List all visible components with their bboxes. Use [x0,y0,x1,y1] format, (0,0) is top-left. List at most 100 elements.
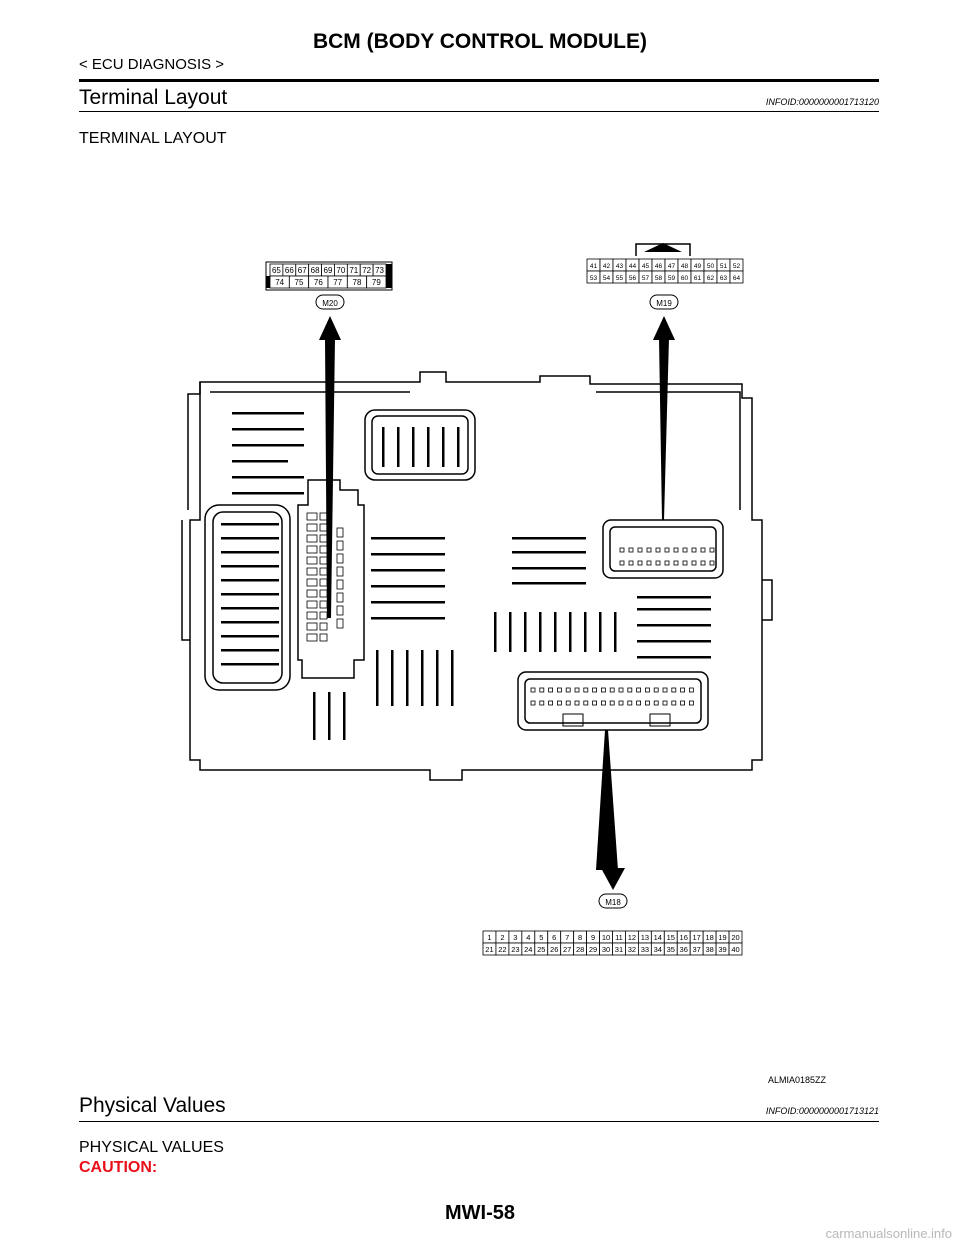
terminal-number: 69 [324,266,333,275]
terminal-number: 45 [642,263,650,270]
terminal-number: 72 [362,266,371,275]
terminal-number: 74 [275,278,284,287]
terminal-number: 65 [272,266,281,275]
caution-label: CAUTION: [79,1159,158,1176]
terminal-number: 28 [576,945,584,954]
terminal-number: 29 [589,945,597,954]
terminal-number: 64 [733,275,741,282]
terminal-number: 14 [654,933,662,942]
terminal-number: 58 [655,275,663,282]
terminal-number: 37 [693,945,701,954]
terminal-number: 33 [641,945,649,954]
terminal-number: 11 [615,933,623,942]
terminal-number: 35 [667,945,675,954]
terminal-number: 30 [602,945,610,954]
terminal-number: 39 [718,945,726,954]
terminal-number: 54 [603,275,611,282]
terminal-number: 34 [654,945,662,954]
terminal-cell [729,270,744,284]
terminal-number: 68 [311,266,320,275]
terminal-number: 43 [616,263,624,270]
terminal-number: 47 [668,263,676,270]
terminal-number: 17 [693,933,701,942]
connector-end-block [386,264,392,276]
terminal-number: 49 [694,263,702,270]
terminal-number: 21 [485,945,493,954]
terminal-number: 9 [591,933,595,942]
terminal-number: 50 [707,263,715,270]
infoid-terminal-layout: INFOID:0000000001713120 [765,97,879,107]
terminal-number: 67 [298,266,307,275]
connector-m19-key-arrow [644,243,682,252]
terminal-number: 48 [681,263,689,270]
page-header-title: BCM (BODY CONTROL MODULE) [312,30,648,53]
terminal-number: 10 [602,933,610,942]
terminal-number: 59 [668,275,676,282]
terminal-number: 38 [705,945,713,954]
infoid-physical-values: INFOID:0000000001713121 [765,1106,879,1116]
terminal-number: 71 [349,266,358,275]
connector-id-m19: M19 [649,294,679,310]
subheading-physical-values: PHYSICAL VALUES [79,1139,224,1156]
terminal-number: 22 [498,945,506,954]
arrow-m18 [596,730,625,890]
terminal-number: 40 [731,945,739,954]
terminal-number: 73 [375,266,384,275]
terminal-number: 76 [314,278,323,287]
terminal-number: 32 [628,945,636,954]
terminal-number: 52 [733,263,741,270]
connector-id-m20-label: M20 [322,299,338,308]
terminal-number: 19 [718,933,726,942]
connector-id-m20: M20 [315,294,345,310]
terminal-number: 27 [563,945,571,954]
connector-m20-outline [265,261,393,291]
terminal-number: 60 [681,275,689,282]
terminal-number: 79 [372,278,381,287]
terminal-number: 4 [526,933,530,942]
bcm-housing [181,371,773,781]
terminal-number: 75 [295,278,304,287]
terminal-number: 53 [590,275,598,282]
terminal-number: 56 [629,275,637,282]
terminal-number: 44 [629,263,637,270]
connector-end-block [386,276,392,288]
bcm-housing-detail [221,412,715,740]
terminal-number: 62 [707,275,715,282]
terminal-number: 20 [731,933,739,942]
subheading-terminal-layout: TERMINAL LAYOUT [79,130,227,147]
section-title-physical-values: Physical Values [79,1094,226,1117]
arrow-m19 [653,316,675,520]
terminal-number: 77 [333,278,342,287]
figure-code: ALMIA0185ZZ [768,1075,827,1085]
watermark[interactable]: carmanualsonline.info [825,1226,952,1241]
terminal-number: 15 [667,933,675,942]
terminal-number: 36 [680,945,688,954]
terminal-number: 55 [616,275,624,282]
terminal-number: 70 [336,266,345,275]
terminal-number: 46 [655,263,663,270]
section-title-terminal-layout: Terminal Layout [79,86,228,109]
terminal-number: 8 [578,933,582,942]
terminal-number: 78 [353,278,362,287]
terminal-cell [728,942,743,956]
connector-id-m19-label: M19 [656,299,672,308]
header-rule [79,79,879,82]
terminal-number: 1 [487,933,491,942]
terminal-number: 5 [539,933,543,942]
connector-end-block [266,276,270,288]
terminal-number: 16 [680,933,688,942]
terminal-number: 24 [524,945,532,954]
breadcrumb[interactable]: < ECU DIAGNOSIS > [79,56,225,73]
terminal-number: 25 [537,945,545,954]
connector-id-m18-label: M18 [605,898,621,907]
terminal-number: 26 [550,945,558,954]
terminal-number: 61 [694,275,702,282]
terminal-number: 57 [642,275,650,282]
terminal-number: 2 [500,933,504,942]
connector-id-m18: M18 [598,893,628,909]
terminal-number: 66 [285,266,294,275]
